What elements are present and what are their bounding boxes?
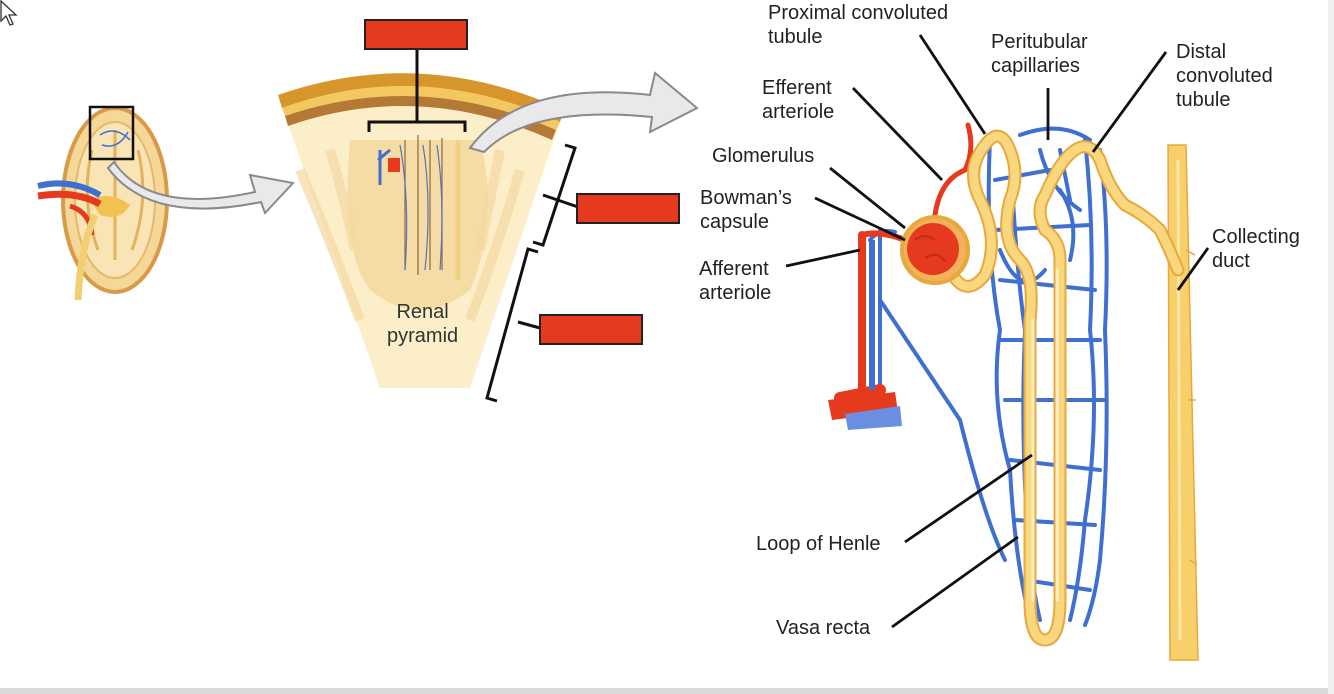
label-distal-convoluted-tubule: Distal convoluted tubule bbox=[1176, 41, 1273, 111]
cortex-bracket bbox=[367, 50, 467, 132]
label-loop-of-henle: Loop of Henle bbox=[756, 533, 881, 555]
kidney-thumbnail bbox=[37, 105, 169, 301]
zoom-arrow-2 bbox=[468, 71, 699, 154]
leader-vasa bbox=[891, 535, 1019, 629]
leader-efferent bbox=[851, 87, 944, 181]
leader-distal bbox=[1091, 51, 1168, 153]
label-vasa-recta: Vasa recta bbox=[776, 617, 871, 639]
label-efferent-arteriole: Efferent arteriole bbox=[762, 77, 835, 123]
blank-label-bottom bbox=[539, 314, 643, 345]
mouse-pointer-icon bbox=[0, 0, 18, 26]
renal-pyramid-wedge bbox=[278, 73, 564, 389]
label-glomerulus: Glomerulus bbox=[712, 145, 815, 167]
label-renal-pyramid: Renal pyramid bbox=[387, 301, 459, 347]
label-afferent-arteriole: Afferent arteriole bbox=[699, 258, 772, 304]
window-right-edge bbox=[1328, 0, 1334, 694]
leader-glomerulus bbox=[829, 166, 906, 230]
leader-proximal bbox=[918, 34, 987, 135]
leader-bowman bbox=[814, 196, 906, 242]
label-bowmans-capsule: Bowman’s capsule bbox=[700, 187, 792, 233]
blank-label-middle bbox=[576, 193, 680, 224]
pyramid-brackets bbox=[485, 143, 579, 403]
zoom-box bbox=[88, 105, 135, 161]
label-collecting-duct: Collecting duct bbox=[1212, 226, 1300, 272]
blank-label-top bbox=[364, 19, 468, 50]
nephron-detail bbox=[828, 122, 1199, 661]
leader-loop bbox=[904, 453, 1033, 544]
leader-afferent bbox=[785, 248, 861, 268]
leader-collecting bbox=[1176, 247, 1210, 291]
glomerulus bbox=[907, 223, 959, 275]
label-peritubular-capillaries: Peritubular capillaries bbox=[991, 31, 1088, 77]
leader-lines bbox=[785, 34, 1210, 629]
window-bottom-edge bbox=[0, 688, 1334, 694]
label-proximal-convoluted-tubule: Proximal convoluted tubule bbox=[768, 2, 949, 48]
zoom-arrow-1 bbox=[106, 160, 295, 215]
